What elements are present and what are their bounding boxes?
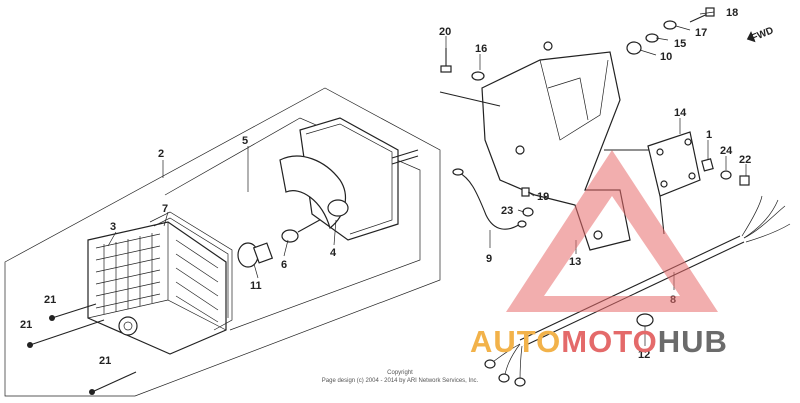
wire-harness (484, 195, 791, 387)
license-stay (481, 51, 631, 251)
callout-21-middle: 21 (20, 319, 32, 331)
callout-4: 4 (330, 247, 337, 259)
callout-7: 7 (162, 203, 168, 215)
bracket-hardware (701, 158, 750, 186)
reflector-bracket (647, 131, 701, 235)
callout-24: 24 (720, 145, 733, 157)
watermark-moto: MOTO (561, 324, 657, 359)
assembly-frame (4, 87, 441, 397)
callout-14: 14 (674, 107, 687, 119)
callout-20: 20 (439, 26, 451, 38)
callout-12: 12 (638, 349, 650, 361)
callout-22: 22 (739, 154, 751, 166)
callout-23: 23 (501, 205, 513, 217)
copyright-line-1: Copyright (387, 370, 413, 376)
callout-21-lower: 21 (99, 355, 111, 367)
copyright-line-2: Page design (c) 2004 - 2014 by ARI Netwo… (322, 378, 479, 384)
callout-9: 9 (486, 253, 492, 265)
callout-21-upper: 21 (44, 294, 56, 306)
taillight-assembly (4, 87, 441, 397)
bulb (237, 242, 274, 268)
callout-15: 15 (674, 38, 686, 50)
copyright-notice: Copyright Page design (c) 2004 - 2014 by… (322, 370, 479, 384)
callout-10: 10 (660, 51, 672, 63)
fwd-arrow-icon (746, 31, 756, 43)
leader-lines-left (107, 146, 337, 279)
callout-18: 18 (726, 7, 738, 19)
watermark-hub: HUB (658, 324, 728, 359)
watermark-logo: AUTOMOTOHUB (470, 150, 728, 359)
callout-3: 3 (110, 221, 116, 233)
taillight-housing (279, 117, 419, 241)
callout-5: 5 (242, 135, 248, 147)
callout-16: 16 (475, 43, 487, 55)
callout-17: 17 (695, 27, 707, 39)
callout-19: 19 (537, 191, 549, 203)
callout-13: 13 (569, 256, 581, 268)
lens-gasket (149, 211, 233, 331)
bolt-and-washer (440, 48, 485, 81)
subassembly-frame (164, 117, 421, 331)
callout-11: 11 (250, 280, 262, 292)
forward-direction-indicator: FWD (746, 25, 775, 44)
callout-2: 2 (158, 148, 164, 160)
svg-text:AUTOMOTOHUB: AUTOMOTOHUB (470, 324, 728, 359)
lens-screws (27, 303, 137, 395)
ground-wire (457, 171, 521, 230)
callout-labels: 2 5 3 7 4 6 11 21 21 21 20 16 18 17 15 1… (20, 7, 751, 367)
callout-6: 6 (281, 259, 287, 271)
watermark-auto: AUTO (470, 324, 561, 359)
watermark-triangle-icon (506, 150, 718, 312)
taillight-lens (87, 221, 227, 355)
callout-1: 1 (706, 129, 712, 141)
